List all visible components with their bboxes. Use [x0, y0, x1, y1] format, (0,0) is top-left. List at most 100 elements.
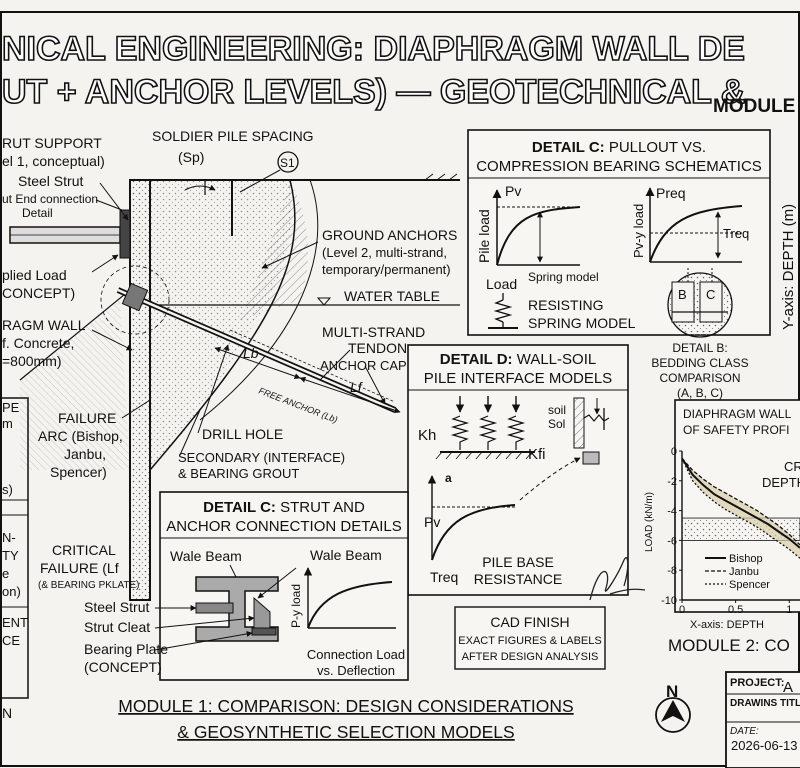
detail-b-text-3: COMPARISON [659, 371, 740, 385]
label-soldier-pile: SOLDIER PILE SPACING [152, 128, 314, 144]
interface-spring [583, 414, 610, 422]
north-arrow-circle [655, 697, 691, 733]
label-drill-hole: DRILL HOLE [202, 426, 283, 442]
left-table-frame [0, 397, 29, 699]
right-yaxis-label: Y-axis: DEPTH (m) [780, 204, 797, 330]
chart-series-spencer [681, 458, 800, 559]
detail-d-sol: Sol [548, 417, 565, 431]
chart-annotation-2: DEPTH [762, 475, 800, 490]
strut-end-plate [119, 209, 131, 259]
detail-d-pile-base-2: RESISTANCE [474, 571, 562, 587]
label-diaphragm-3: =800mm) [2, 353, 62, 369]
leader-bearing-plate [154, 630, 253, 651]
label-level1: el 1, conceptual) [2, 153, 105, 169]
label-secondary-1: SECONDARY (INTERFACE) [178, 450, 345, 465]
pullout-load: Load [486, 276, 517, 292]
leader-failure [121, 399, 151, 419]
spring-3 [506, 415, 526, 450]
spring-1 [450, 415, 470, 450]
detail-c-pullout-title: DETAIL C: PULLOUT VS. [532, 139, 706, 156]
leader-cleat [154, 615, 255, 629]
label-critical-2: FAILURE (Lf [40, 560, 119, 576]
leader-load [91, 254, 119, 273]
detail-c-strut-title-2: ANCHOR CONNECTION DETAILS [166, 518, 402, 535]
chart-annotation-1: CR [784, 459, 800, 474]
title-block-date-label: DATE: [730, 726, 759, 737]
detail-d-title-bold: DETAIL D: [440, 351, 513, 368]
strut-graph-ylabel: P-y load [289, 584, 303, 628]
label-strut-cleat: Strut Cleat [84, 619, 150, 635]
label-strut-end-1: ut End connection [2, 192, 98, 206]
lb-dimension [214, 346, 301, 380]
title-block-date: 2026-06-13 [731, 738, 798, 753]
detail-b: B C DETAIL B: BEDDING CLASS COMPARISON (… [651, 268, 749, 400]
s1-callout-circle [277, 151, 299, 173]
detail-d-title-2: PILE INTERFACE MODELS [424, 370, 612, 387]
wale-i-beam [195, 576, 279, 642]
label-failure-2: ARC (Bishop, [38, 428, 123, 444]
signature-icon [589, 557, 646, 601]
pullout-pile-load: Pile load [476, 209, 492, 263]
leader-wale-left [229, 564, 237, 578]
detail-b-text-1: DETAIL B: [672, 341, 727, 355]
pullout-pv: Pv [505, 183, 521, 199]
leader-strut-end [95, 199, 123, 211]
failure-arc [149, 179, 296, 471]
leader-tendon [319, 349, 351, 381]
detail-d: DETAIL D: WALL-SOIL PILE INTERFACE MODEL… [407, 344, 629, 596]
detail-c-strut-title-bold: DETAIL C: [203, 499, 276, 516]
north-arrow: N [655, 682, 691, 733]
title-block-drawing-title: DRAWINS TITLE [730, 698, 800, 709]
spring-2 [478, 415, 498, 450]
title-block: PROJECT: A DRAWINS TITLE DATE: 2026-06-1… [725, 671, 800, 768]
detail-d-treq: Treq [430, 569, 458, 585]
failure-zone [240, 180, 308, 320]
table-r1-a: PE [2, 400, 20, 415]
label-tendon-1: MULTI-STRAND [322, 324, 425, 340]
module1-line-1: MODULE 1: COMPARISON: DESIGN CONSIDERATI… [118, 696, 573, 716]
detail-c-pullout-title-rest: PULLOUT VS. [605, 139, 706, 156]
strut-graph-xlabel-1: Connection Load [307, 647, 405, 662]
detail-c-strut-title: DETAIL C: STRUT AND [203, 499, 365, 516]
pullout-pvy-load: Pv-y load [631, 204, 646, 258]
label-lb: Lb [243, 345, 259, 361]
table-r3-d: on) [2, 584, 21, 599]
chart-series-bishop [681, 457, 800, 549]
table-r3-c: e [2, 566, 9, 581]
soil-wedge [150, 180, 292, 470]
chart-ylabel: LOAD (kN/m) [644, 492, 655, 552]
steel-strut-member [195, 602, 234, 614]
table-r4-b: CE [2, 633, 20, 648]
title-block-project-val: A [783, 679, 793, 696]
title-line-2: UT + ANCHOR LEVELS) — GEOTECHNICAL & [2, 73, 745, 111]
detail-c-pullout-title-2: COMPRESSION BEARING SCHEMATICS [476, 158, 762, 175]
cad-finish-l2: EXACT FIGURES & LABELS [458, 635, 601, 647]
label-s1: S1 [280, 156, 295, 170]
north-label: N [666, 682, 678, 701]
table-r3-a: N- [2, 530, 16, 545]
label-steel-strut: Steel Strut [18, 173, 83, 189]
winkler-springs [435, 396, 535, 460]
detail-d-kfi: Kfi [528, 446, 546, 463]
leader-strut [99, 182, 129, 221]
cad-finish-l1: CAD FINISH [490, 614, 569, 630]
spring-base-hatch [435, 451, 533, 460]
label-failure-1: FAILURE [58, 410, 116, 426]
detail-d-a: a [445, 471, 452, 485]
detail-d-frame [407, 344, 629, 596]
chart-x-tick-label: 0 [679, 604, 685, 616]
spacing-arrow [184, 184, 216, 191]
chart-legend-label: Janbu [729, 566, 759, 578]
label-water-table: WATER TABLE [344, 288, 440, 304]
label-bearing-plate-2: (CONCEPT) [84, 659, 162, 675]
cad-finish-note: CAD FINISH EXACT FIGURES & LABELS AFTER … [454, 606, 606, 670]
label-ground-anchors: GROUND ANCHORS [322, 227, 457, 243]
detail-b-text-4: (A, B, C) [677, 386, 723, 400]
table-r2: s) [2, 482, 13, 497]
chart-legend-label: Spencer [729, 579, 770, 591]
strut-graph-xlabel-2: vs. Deflection [317, 663, 395, 678]
bearing-plate [251, 627, 277, 636]
